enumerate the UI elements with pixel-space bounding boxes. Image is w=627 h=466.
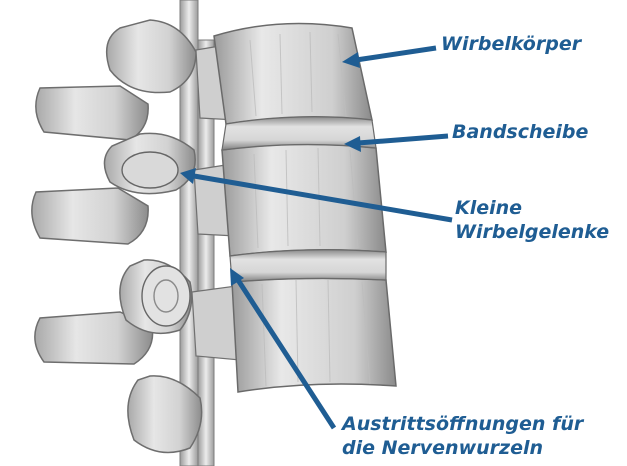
label-bandscheibe-text: Bandscheibe	[452, 121, 588, 143]
label-wirbelkoerper: Wirbelkörper	[441, 32, 581, 56]
label-austritt-line2: die Nervenwurzeln	[342, 436, 583, 460]
label-bandscheibe: Bandscheibe	[452, 120, 588, 144]
label-austrittsoeffnungen: Austrittsöffnungen für die Nervenwurzeln	[342, 412, 583, 460]
label-gelenke-line1: Kleine	[455, 196, 609, 220]
label-gelenke-line2: Wirbelgelenke	[455, 220, 609, 244]
posterior-processes	[32, 20, 202, 453]
leader-wirbelkoerper	[356, 48, 436, 60]
label-kleine-wirbelgelenke: Kleine Wirbelgelenke	[455, 196, 609, 244]
label-austritt-line1: Austrittsöffnungen für	[342, 412, 583, 436]
label-wirbelkoerper-text: Wirbelkörper	[441, 33, 581, 55]
